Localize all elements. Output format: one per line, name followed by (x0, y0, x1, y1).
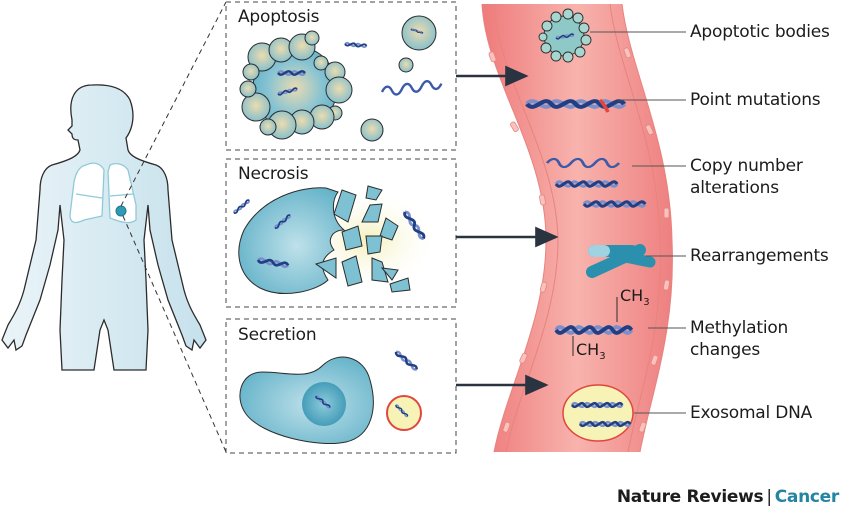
label-exosomal-dna: Exosomal DNA (690, 403, 813, 423)
methyl-group-top: CH3 (620, 286, 650, 309)
panel-title-necrosis: Necrosis (238, 164, 309, 184)
journal-credit: Nature Reviews|Cancer (617, 487, 839, 507)
cell-fragments (314, 185, 411, 293)
label-rearrangements: Rearrangements (690, 246, 829, 266)
necrosis-panel (225, 158, 457, 308)
methyl-group-bottom: CH3 (576, 340, 606, 363)
tumour-icon (115, 205, 127, 217)
panel-title-apoptosis: Apoptosis (238, 7, 320, 27)
vessel-apoptotic-body (538, 8, 592, 63)
panel-title-secretion: Secretion (238, 325, 317, 345)
journal-name: Nature Reviews (616, 487, 764, 507)
chromosome-icon (586, 244, 656, 278)
label-point-mutations: Point mutations (690, 90, 821, 110)
credit-separator: | (766, 487, 772, 507)
human-body-silhouette (1, 84, 207, 371)
apoptosis-panel (225, 1, 457, 151)
label-copy-number-line1: Copy number (690, 156, 803, 176)
methylated-dna (554, 297, 634, 356)
journal-section: Cancer (774, 487, 840, 507)
label-methylation-line2: changes (690, 340, 761, 360)
apoptotic-cell-illustration (239, 15, 437, 142)
secretion-panel (225, 318, 457, 454)
label-apoptotic-bodies: Apoptotic bodies (690, 22, 830, 42)
blood-vessel (481, 3, 673, 453)
label-methylation-line1: Methylation (690, 318, 789, 338)
label-leader-lines (590, 31, 686, 414)
zoom-cone-lines (120, 1, 227, 453)
necrotic-cell-body (238, 187, 346, 294)
vessel-exosome (562, 384, 634, 442)
flow-arrows (456, 65, 559, 396)
label-copy-number-line2: alterations (690, 178, 779, 198)
lungs-icon (69, 162, 137, 224)
endothelial-cells (488, 47, 670, 433)
point-mutation-dna (527, 100, 624, 113)
